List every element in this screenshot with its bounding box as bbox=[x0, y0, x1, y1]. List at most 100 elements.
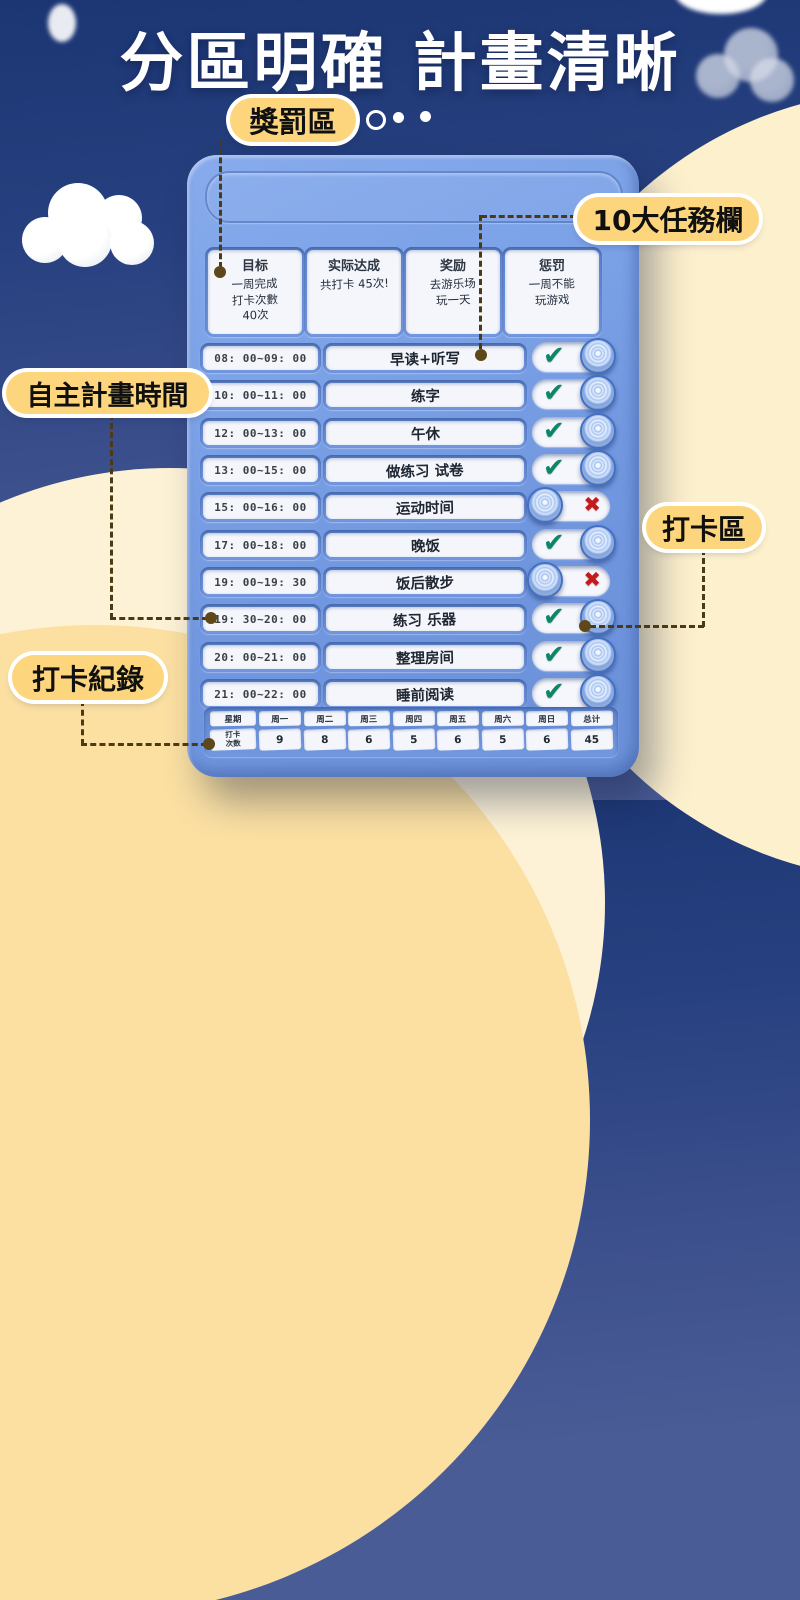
time-label: 13: 00~15: 00 bbox=[214, 463, 307, 477]
callout-checkin-zone: 打卡區 bbox=[646, 506, 762, 549]
time-label: 21: 00~22: 00 bbox=[214, 687, 307, 701]
check-icon: ✔ bbox=[543, 527, 565, 558]
slider-knob[interactable] bbox=[580, 375, 616, 411]
record-row-label: 打卡 次数 bbox=[209, 728, 257, 751]
time-label: 10: 00~11: 00 bbox=[214, 388, 307, 402]
task-label: 练字 bbox=[410, 388, 440, 405]
slider-knob[interactable] bbox=[580, 525, 616, 561]
leader-line-checkin-record bbox=[81, 743, 207, 746]
task-label: 午休 bbox=[410, 426, 440, 443]
goal-card-note: 一周完成 打卡次數 40次 bbox=[231, 276, 279, 323]
task-row: 12: 00~13: 00 午休 ✔ ✖ bbox=[187, 413, 639, 449]
slider-knob[interactable] bbox=[580, 338, 616, 374]
leader-line-reward-zone bbox=[219, 140, 222, 268]
cloud-icon bbox=[688, 28, 800, 118]
task-label: 早读+听写 bbox=[389, 350, 461, 369]
task-row: 19: 30~20: 00 练习 乐器 ✔ ✖ bbox=[187, 599, 639, 635]
task-label: 做练习 试卷 bbox=[386, 462, 465, 481]
slider-knob[interactable] bbox=[580, 674, 616, 710]
callout-plan-time: 自主計畫時間 bbox=[6, 372, 209, 414]
task-row: 17: 00~18: 00 晚饭 ✔ ✖ bbox=[187, 525, 639, 561]
cross-icon: ✖ bbox=[583, 492, 601, 517]
checkin-slider[interactable]: ✔ ✖ bbox=[532, 413, 616, 449]
check-icon: ✔ bbox=[543, 676, 565, 707]
record-value: 6 bbox=[436, 728, 479, 751]
task-label: 晚饭 bbox=[410, 538, 440, 555]
checkin-slider[interactable]: ✔ ✖ bbox=[532, 375, 616, 411]
task-row: 15: 00~16: 00 运动时间 ✔ ✖ bbox=[187, 487, 639, 523]
leader-line-checkin-record bbox=[81, 700, 84, 745]
checkin-slider[interactable]: ✔ ✖ bbox=[532, 637, 616, 673]
record-corner-header: 星期 bbox=[209, 710, 257, 727]
record-day-header: 周五 bbox=[436, 710, 479, 727]
checkin-slider[interactable]: ✔ ✖ bbox=[527, 562, 610, 598]
time-label: 12: 00~13: 00 bbox=[214, 426, 307, 440]
punishment-card-slot: 惩罚 一周不能 玩游戏 bbox=[502, 247, 602, 337]
actual-card-title: 实际达成 bbox=[327, 259, 380, 274]
checkin-slider[interactable]: ✔ ✖ bbox=[532, 525, 616, 561]
task-row: 10: 00~11: 00 练字 ✔ ✖ bbox=[187, 375, 639, 411]
record-day-header: 周二 bbox=[303, 710, 346, 727]
time-label: 19: 30~20: 00 bbox=[214, 612, 307, 626]
goal-card: 目标 一周完成 打卡次數 40次 bbox=[208, 250, 302, 334]
checkin-slider[interactable]: ✔ ✖ bbox=[527, 487, 610, 523]
callout-reward-zone: 獎罰區 bbox=[230, 98, 356, 142]
record-value: 6 bbox=[525, 728, 568, 751]
leader-dot bbox=[579, 620, 591, 632]
task-row: 19: 00~19: 30 饭后散步 ✔ ✖ bbox=[187, 562, 639, 598]
record-total-value: 45 bbox=[570, 728, 613, 751]
leader-dot bbox=[205, 612, 217, 624]
record-total-header: 总计 bbox=[570, 710, 613, 727]
reward-card-note: 去游乐场 玩一天 bbox=[429, 276, 476, 308]
board-top-tray bbox=[205, 171, 623, 223]
leader-line-checkin-zone bbox=[702, 549, 705, 627]
task-row: 13: 00~15: 00 做练习 试卷 ✔ ✖ bbox=[187, 450, 639, 486]
checkin-slider[interactable]: ✔ ✖ bbox=[532, 599, 616, 635]
goal-card-title: 目标 bbox=[241, 259, 268, 274]
cross-icon: ✖ bbox=[583, 567, 601, 592]
leader-dot bbox=[203, 738, 215, 750]
record-value: 5 bbox=[392, 728, 435, 751]
leader-line-task-columns bbox=[479, 215, 482, 349]
checkin-slider[interactable]: ✔ ✖ bbox=[532, 338, 616, 374]
actual-card-note: 共打卡 45次! bbox=[319, 275, 389, 293]
cloud-icon bbox=[48, 4, 76, 42]
check-icon: ✔ bbox=[543, 601, 565, 632]
hollow-dot-icon bbox=[366, 110, 386, 130]
checkin-slider[interactable]: ✔ ✖ bbox=[532, 450, 616, 486]
time-label: 20: 00~21: 00 bbox=[214, 650, 307, 664]
record-table: 星期 周一 周二 周三 周四 周五 周六 周日 总计 打卡 次数 9 8 6 5… bbox=[204, 707, 618, 757]
callout-checkin-record: 打卡紀錄 bbox=[12, 655, 164, 700]
record-value: 5 bbox=[481, 728, 524, 751]
time-label: 15: 00~16: 00 bbox=[214, 500, 307, 514]
task-label: 练习 乐器 bbox=[393, 611, 457, 630]
slider-knob[interactable] bbox=[580, 637, 616, 673]
check-icon: ✔ bbox=[543, 639, 565, 670]
slider-knob[interactable] bbox=[527, 487, 563, 523]
punishment-card-title: 惩罚 bbox=[538, 259, 565, 274]
punishment-card-note: 一周不能 玩游戏 bbox=[528, 276, 575, 308]
check-icon: ✔ bbox=[543, 377, 565, 408]
slider-knob[interactable] bbox=[580, 450, 616, 486]
slider-knob[interactable] bbox=[580, 413, 616, 449]
record-day-header: 周六 bbox=[481, 710, 524, 727]
cloud-icon bbox=[675, 0, 767, 14]
record-day-header: 周一 bbox=[258, 710, 301, 727]
task-row: 20: 00~21: 00 整理房间 ✔ ✖ bbox=[187, 637, 639, 673]
leader-line-plan-time bbox=[110, 617, 208, 620]
leader-dot bbox=[214, 266, 226, 278]
punishment-card: 惩罚 一周不能 玩游戏 bbox=[505, 250, 599, 334]
checkin-slider[interactable]: ✔ ✖ bbox=[532, 674, 616, 710]
reward-card-title: 奖励 bbox=[439, 259, 466, 274]
record-value: 6 bbox=[347, 728, 390, 751]
leader-line-task-columns bbox=[481, 215, 576, 218]
record-day-header: 周日 bbox=[525, 710, 568, 727]
task-label: 运动时间 bbox=[395, 499, 455, 518]
task-label: 整理房间 bbox=[395, 649, 455, 668]
slider-knob[interactable] bbox=[527, 562, 563, 598]
task-label: 睡前阅读 bbox=[395, 686, 455, 705]
cloud-icon bbox=[22, 183, 162, 278]
leader-line-checkin-zone bbox=[590, 625, 704, 628]
solid-dot-icon bbox=[393, 112, 404, 123]
check-icon: ✔ bbox=[543, 415, 565, 446]
